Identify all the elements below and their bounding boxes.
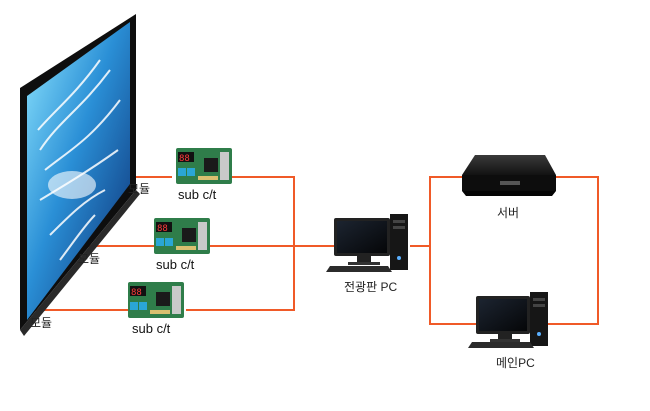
main-pc-icon xyxy=(468,292,548,348)
subct-board-1: 88 xyxy=(176,148,232,184)
module-label-2: 모듈 xyxy=(78,252,101,266)
wire-subct1-to-displaypc xyxy=(232,176,295,246)
module-label-1: 모듈 xyxy=(128,182,151,196)
subct-label-1: sub c/t xyxy=(178,187,217,202)
connection-wires xyxy=(30,176,599,325)
server-icon xyxy=(462,155,556,196)
wire-subct3-to-displaypc xyxy=(186,246,295,311)
wire-displaypc-to-server xyxy=(410,176,462,247)
svg-text:88: 88 xyxy=(179,154,190,164)
display-pc-label: 전광판 PC xyxy=(344,280,398,294)
module-label-3: 모듈 xyxy=(30,316,53,330)
display-pc-icon xyxy=(326,214,408,272)
wire-displaypc-to-mainpc xyxy=(429,246,476,325)
main-pc-label: 메인PC xyxy=(496,356,535,370)
led-display-panel xyxy=(20,14,140,336)
subct-label-2: sub c/t xyxy=(156,257,195,272)
svg-text:88: 88 xyxy=(157,224,168,234)
subct-label-3: sub c/t xyxy=(132,321,171,336)
server-label: 서버 xyxy=(497,206,520,220)
subct-board-3: 88 xyxy=(128,282,184,318)
wire-server-to-mainpc xyxy=(548,176,599,325)
subct-board-2: 88 xyxy=(154,218,210,254)
svg-text:88: 88 xyxy=(131,288,142,298)
